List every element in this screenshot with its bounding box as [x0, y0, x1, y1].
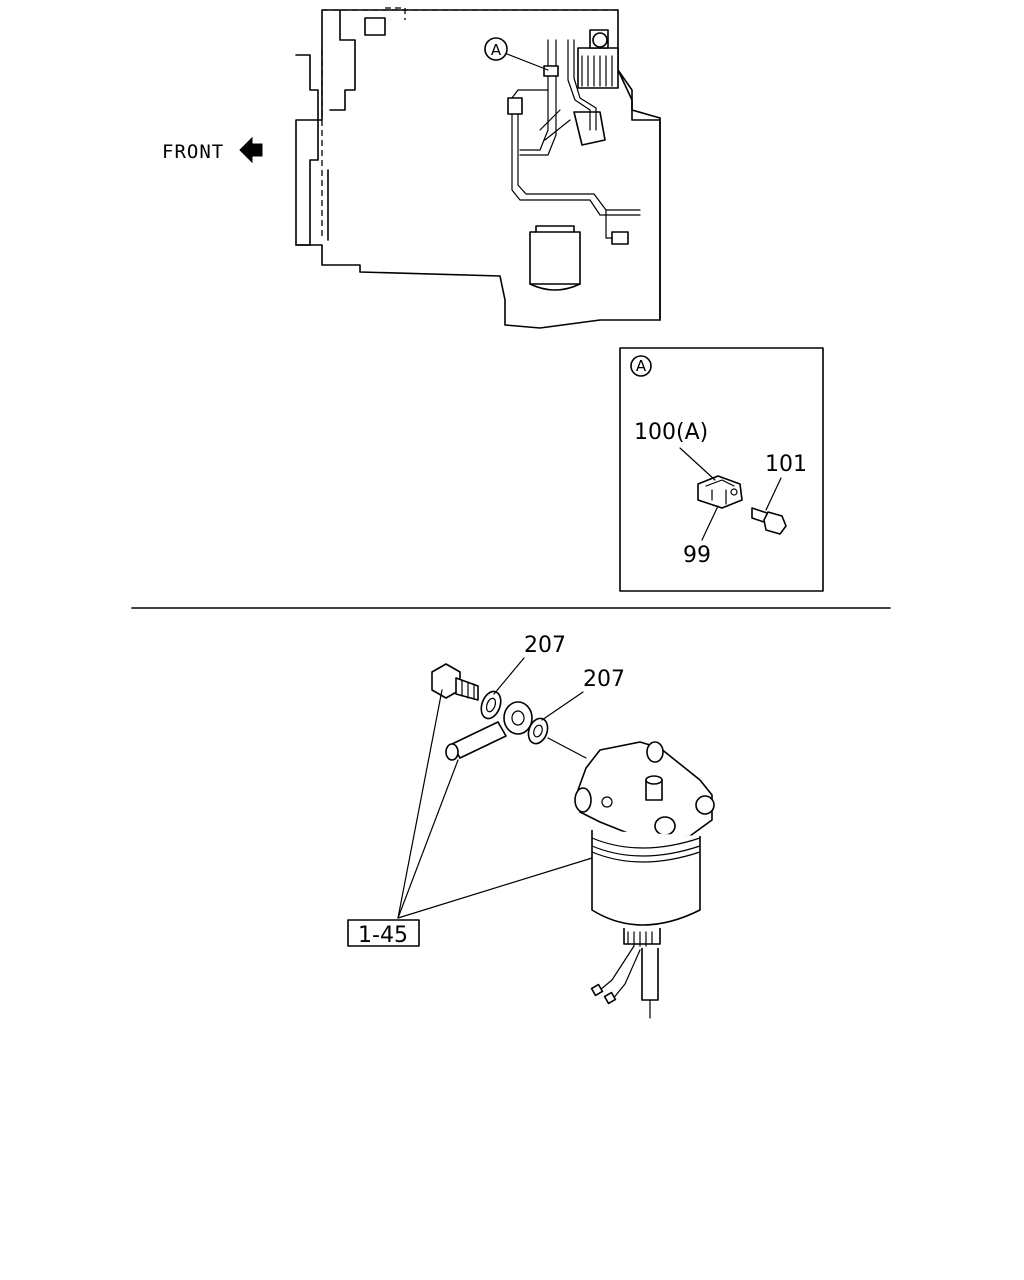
front-indicator: FRONT [162, 136, 263, 164]
upper-fuel-filter [529, 29, 619, 291]
part-99-label: 99 [683, 543, 711, 568]
part-207-a-label: 207 [524, 633, 566, 658]
callout-a-letter: A [491, 41, 502, 59]
part-207-b-label: 207 [583, 667, 625, 692]
front-label: FRONT [162, 141, 224, 163]
callout-a: A [484, 37, 549, 71]
lower-fuel-filter-assembly: 207 207 1-45 [347, 633, 715, 1019]
detail-a-box: A 100(A) 101 99 [619, 347, 824, 592]
engine-outline [295, 7, 661, 329]
front-arrow-icon [239, 136, 263, 164]
reference-box [347, 919, 420, 947]
part-100a-label: 100(A) [634, 420, 708, 445]
upper-fuel-pipes [507, 39, 641, 245]
part-101-label: 101 [765, 452, 807, 477]
detail-a-title: A [636, 357, 647, 375]
reference-box-label: 1-45 [358, 923, 408, 948]
